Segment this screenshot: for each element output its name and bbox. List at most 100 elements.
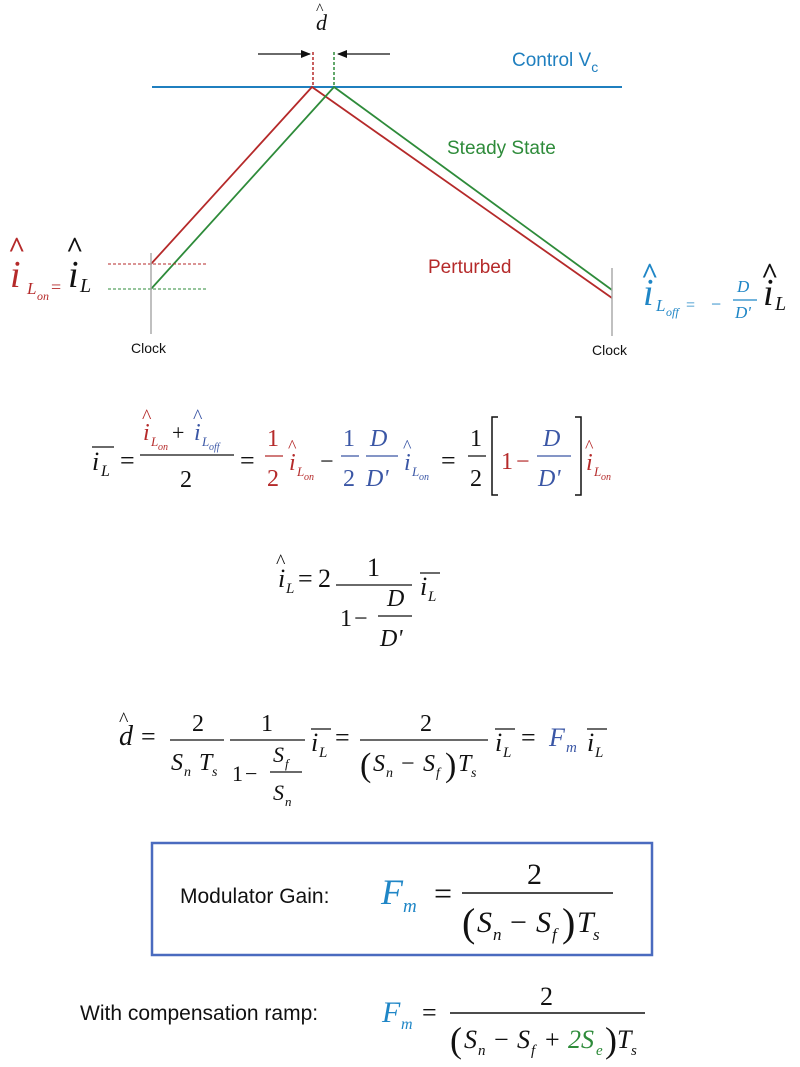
svg-text:^: ^ <box>288 436 297 456</box>
svg-text:^: ^ <box>276 551 286 573</box>
svg-text:T: T <box>199 750 214 776</box>
modulator-gain-label: Modulator Gain: <box>180 885 329 908</box>
svg-text:^: ^ <box>403 436 412 456</box>
i-on-equals-i-L: ^ i L on = ^ i L <box>8 231 91 303</box>
svg-text:s: s <box>471 766 477 781</box>
svg-text:S: S <box>171 750 183 776</box>
svg-text:i: i <box>420 572 427 601</box>
svg-text:L: L <box>655 296 665 315</box>
svg-text:^: ^ <box>761 257 778 290</box>
svg-text:1: 1 <box>501 449 513 475</box>
clock-label-left: Clock <box>131 340 167 356</box>
svg-text:−: − <box>494 1025 509 1054</box>
svg-text:i: i <box>278 564 285 593</box>
svg-text:2: 2 <box>267 466 279 492</box>
svg-text:T: T <box>577 906 596 939</box>
svg-text:S: S <box>273 742 284 767</box>
svg-text:e: e <box>596 1043 603 1059</box>
svg-text:D': D' <box>365 466 389 492</box>
svg-text:n: n <box>184 765 191 780</box>
svg-text:−: − <box>401 751 415 777</box>
svg-text:S: S <box>517 1025 530 1054</box>
svg-text:1: 1 <box>470 426 482 452</box>
i-off-expression: ^ i L off = − D D' ^ i L <box>641 257 786 322</box>
svg-text:S: S <box>477 906 492 939</box>
svg-text:F: F <box>548 723 566 752</box>
svg-text:D: D <box>542 426 560 452</box>
svg-text:L: L <box>594 745 603 761</box>
svg-text:i: i <box>763 272 774 314</box>
svg-text:S: S <box>373 751 385 777</box>
svg-text:i: i <box>68 254 79 296</box>
svg-text:−: − <box>245 761 257 786</box>
svg-text:−: − <box>354 606 368 632</box>
svg-text:D: D <box>369 426 387 452</box>
svg-text:on: on <box>601 472 611 483</box>
equation-peak-current: ^ i L = 2 1 1 − D D' i L <box>276 551 440 652</box>
svg-text:=: = <box>441 446 456 475</box>
svg-text:^: ^ <box>8 231 25 264</box>
svg-text:F: F <box>381 996 401 1029</box>
modulator-gain-border <box>150 841 654 957</box>
svg-text:f: f <box>531 1043 537 1059</box>
svg-text:(: ( <box>462 900 475 945</box>
equation-duty-perturbation: ^ d = 2 S n T s 1 1 − S f S n i L = 2 ( … <box>119 709 607 809</box>
svg-text:S: S <box>536 906 551 939</box>
svg-text:(: ( <box>450 1020 462 1060</box>
svg-text:m: m <box>566 740 577 756</box>
equation-average-current: i L = ^ i L on + ^ i L off 2 = 1 2 ^ i L… <box>92 406 611 496</box>
svg-text:1: 1 <box>261 711 273 737</box>
svg-text:m: m <box>401 1016 413 1033</box>
control-label: Control Vc <box>512 50 598 75</box>
svg-text:2: 2 <box>318 564 331 593</box>
svg-text:1: 1 <box>343 426 355 452</box>
svg-text:^: ^ <box>142 406 152 428</box>
svg-text:=: = <box>141 722 156 751</box>
svg-text:L: L <box>296 464 304 479</box>
svg-text:T: T <box>458 751 473 777</box>
compensation-ramp-equation: With compensation ramp: F m = 2 ( S n − … <box>80 982 645 1060</box>
svg-text:1: 1 <box>367 553 380 582</box>
svg-text:L: L <box>318 745 327 761</box>
svg-text:=: = <box>335 723 350 752</box>
svg-text:^: ^ <box>641 257 658 290</box>
svg-text:L: L <box>150 434 158 449</box>
svg-text:=: = <box>298 564 313 593</box>
compensation-label: With compensation ramp: <box>80 1002 318 1025</box>
svg-text:=: = <box>422 998 437 1027</box>
svg-text:2: 2 <box>540 982 553 1011</box>
svg-text:f: f <box>285 756 291 771</box>
svg-text:): ) <box>445 747 456 784</box>
svg-text:F: F <box>380 872 404 912</box>
svg-text:m: m <box>403 896 417 917</box>
svg-text:i: i <box>92 447 99 476</box>
svg-text:on: on <box>158 442 168 453</box>
svg-text:−: − <box>516 449 530 475</box>
svg-text:+: + <box>172 420 184 445</box>
svg-text:L: L <box>201 434 209 449</box>
svg-text:L: L <box>100 463 110 480</box>
svg-text:+: + <box>545 1025 560 1054</box>
svg-text:i: i <box>143 420 150 446</box>
svg-text:): ) <box>562 900 575 945</box>
svg-text:n: n <box>478 1043 486 1059</box>
svg-text:−: − <box>320 449 334 475</box>
svg-text:S: S <box>273 780 284 805</box>
steady-state-waveform <box>150 85 613 291</box>
svg-text:n: n <box>493 925 502 944</box>
svg-text:L: L <box>774 293 786 315</box>
svg-text:on: on <box>37 289 49 303</box>
svg-text:D': D' <box>379 626 403 652</box>
svg-text:−: − <box>510 906 527 939</box>
svg-text:L: L <box>593 464 601 479</box>
svg-text:i: i <box>643 272 654 314</box>
svg-text:2: 2 <box>420 711 432 737</box>
svg-text:D: D <box>386 586 404 612</box>
clock-label-right: Clock <box>592 342 628 358</box>
svg-text:s: s <box>593 925 600 944</box>
waveform-diagram: d ^ Control Vc Steady State Perturbed Cl… <box>8 1 786 358</box>
svg-text:L: L <box>285 581 294 597</box>
svg-text:^: ^ <box>585 436 594 456</box>
